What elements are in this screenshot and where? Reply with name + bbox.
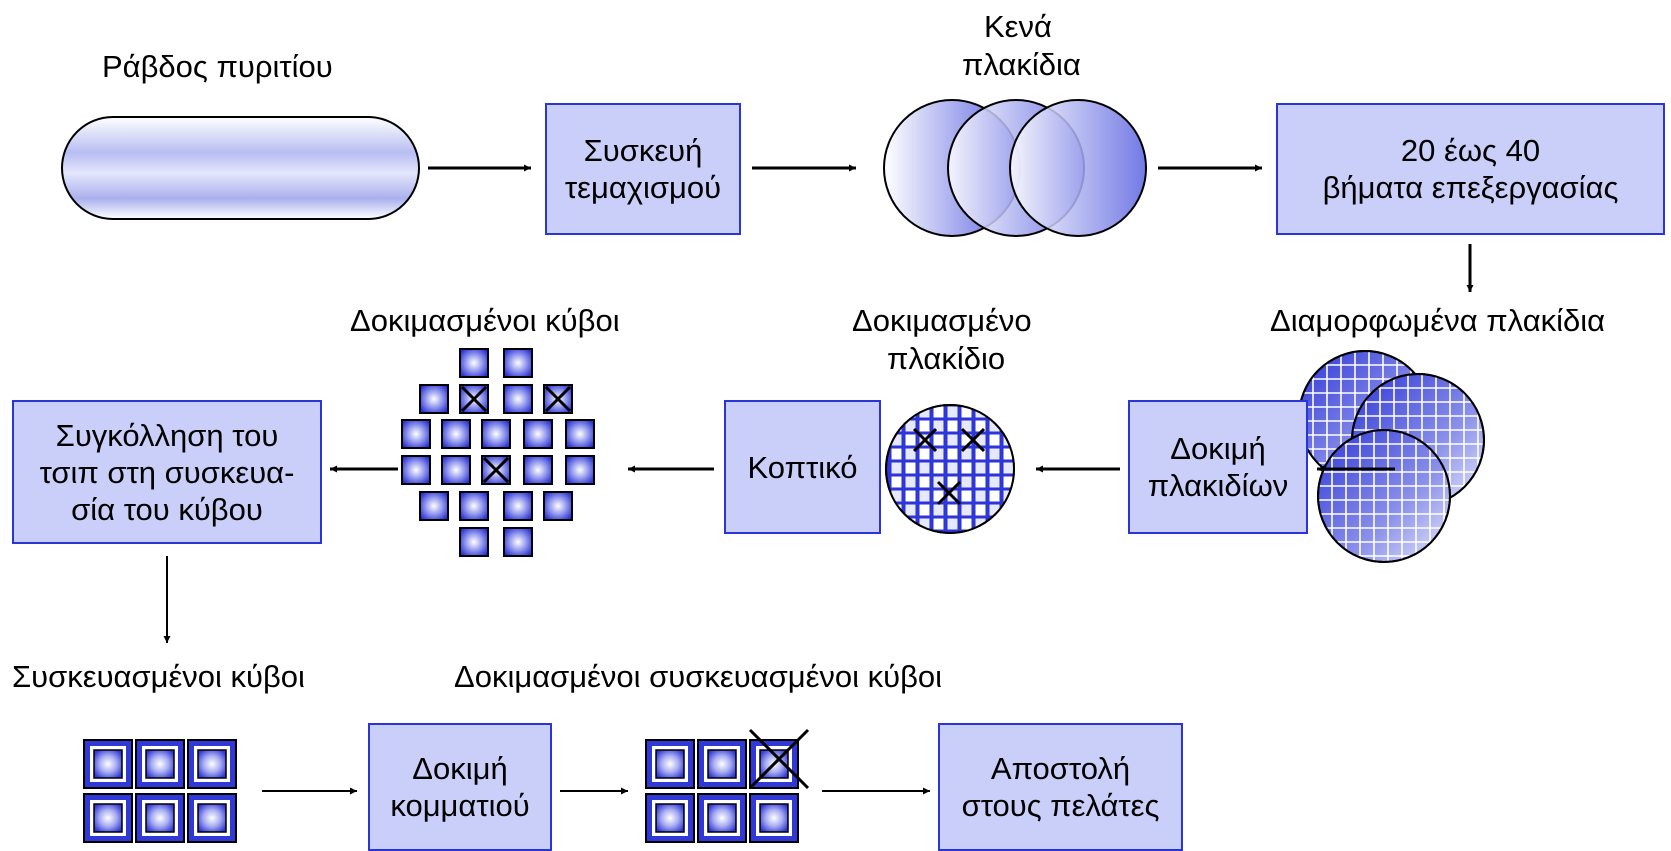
die [565,419,595,449]
label-tested-wafer-line1: Δοκιμασμένο [852,303,1032,338]
box-bonding-line1: Συγκόλληση του [55,417,279,453]
blank-wafers [883,99,1147,237]
packaged-die [749,793,799,843]
die [503,384,533,414]
die [459,527,489,557]
label-tested-wafer-line2: πλακίδιο [887,341,1006,376]
silicon-ingot [61,116,420,220]
box-part-test-line2: κομματιού [390,788,530,823]
tested-wafer [885,404,1015,534]
die [543,491,573,521]
box-ship-line1: Αποστολή [990,751,1131,786]
packaged-die [697,793,747,843]
die [503,491,533,521]
die [565,455,595,485]
packaged-dies-grid [83,739,237,843]
box-dicer-line1: Κοπτικό [747,449,858,485]
box-processing-line2: βήματα επεξεργασίας [1322,170,1619,205]
label-blank-wafers-line1: Κενά [984,9,1052,44]
reject-x-mark [960,427,986,453]
label-tested-dies: Δοκιμασμένοι κύβοι [350,303,620,338]
die [401,419,431,449]
die [481,419,511,449]
box-dicer: Κοπτικό [724,400,881,534]
die [419,384,449,414]
reject-x-mark [544,385,572,413]
die [523,455,553,485]
box-part-test: Δοκιμή κομματιού [368,723,552,851]
die [503,348,533,378]
label-packaged-dies: Συσκευασμένοι κύβοι [12,659,305,694]
reject-x-mark [748,728,810,790]
die [459,491,489,521]
packaged-die [83,793,133,843]
packaged-die [83,739,133,789]
die [503,527,533,557]
die [481,455,511,485]
box-bonding-line3: σία του κύβου [71,491,263,527]
die [441,419,471,449]
label-silicon-ingot: Ράβδος πυριτίου [102,49,333,84]
packaged-die [135,793,185,843]
die [401,455,431,485]
tested-packaged-dies-grid [645,728,810,843]
box-bonding-line2: τσιπ στη συσκευα- [39,454,295,490]
box-wafer-test-line1: Δοκιμή [1170,431,1266,466]
reject-x-mark [460,385,488,413]
die [441,455,471,485]
reject-x-mark [912,427,938,453]
box-bonding: Συγκόλληση του τσιπ στη συσκευα- σία του… [12,400,322,544]
die [459,348,489,378]
packaged-die [645,793,695,843]
label-patterned-wafers: Διαμορφωμένα πλακίδια [1270,303,1606,338]
reject-x-mark [936,480,962,506]
box-wafer-test: Δοκιμή πλακιδίων [1128,400,1308,534]
packaged-die [187,793,237,843]
tested-dies-cluster [401,348,595,557]
die [459,384,489,414]
packaged-die [135,739,185,789]
die [523,419,553,449]
box-ship-line2: στους πελάτες [961,788,1160,823]
packaged-die [697,739,747,789]
box-wafer-test-line2: πλακιδίων [1147,468,1289,503]
die [419,491,449,521]
box-processing-line1: 20 έως 40 [1400,133,1541,168]
die [543,384,573,414]
patterned-wafers [1298,350,1485,563]
box-slicer: Συσκευή τεμαχισμού [545,103,741,235]
box-part-test-line1: Δοκιμή [412,751,508,786]
box-ship: Αποστολή στους πελάτες [938,723,1183,851]
box-processing: 20 έως 40 βήματα επεξεργασίας [1276,103,1665,235]
box-slicer-line1: Συσκευή [583,133,703,168]
box-slicer-line2: τεμαχισμού [564,170,722,205]
label-tested-packaged-dies: Δοκιμασμένοι συσκευασμένοι κύβοι [454,659,943,694]
packaged-die [645,739,695,789]
packaged-die [187,739,237,789]
label-blank-wafers-line2: πλακίδια [962,47,1081,82]
reject-x-mark [482,456,510,484]
